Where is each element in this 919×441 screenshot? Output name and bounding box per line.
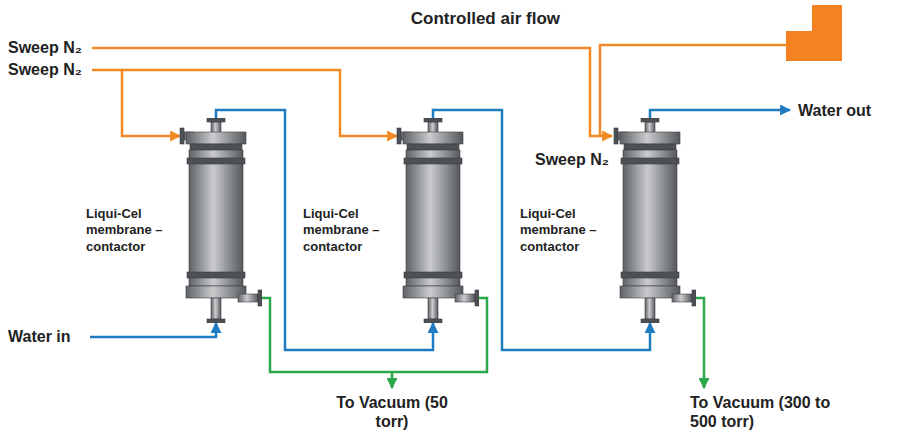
sweep-lines [92,48,600,136]
sweep-label: Sweep N₂ [8,60,82,79]
contactor-label: Liqui-Cel membrane – contactor [86,206,170,255]
contactor-label: Liqui-Cel membrane – contactor [520,206,604,255]
contactor-part [407,144,459,150]
contactor-part [207,118,225,122]
contactor-part [404,158,462,164]
vacuum-label: To Vacuum (300 to 500 torr) [690,393,840,431]
vacuum-line [391,372,394,388]
water-label: Water out [798,101,871,120]
sweep-label: Sweep N₂ [8,38,82,57]
vacuum-line [392,298,487,372]
contactor-part [621,272,679,278]
water-out-line [650,110,790,118]
sweep-line [92,70,180,136]
contactor-label: Liqui-Cel membrane – contactor [303,206,387,255]
contactor-part [428,298,438,319]
air-flow-controller [786,5,842,61]
contactor-part [455,294,475,302]
contactor-part [641,118,659,122]
membrane-contactor: Liqui-Cel membrane – contactor [612,118,696,323]
membrane-contactor: Liqui-Cel membrane – contactor [178,118,262,323]
node-outline [395,118,479,323]
contactor-part [620,286,680,298]
contactor-part [187,158,245,164]
water-connector [216,110,433,350]
contactor-part [403,286,463,298]
water-in-line [90,323,216,337]
contactor-part [180,128,184,144]
contactor-part [186,132,246,144]
contactor-part [620,132,680,144]
node-outline [786,5,842,61]
contactor-part [189,150,243,286]
contactor-part [190,144,242,150]
air-connector [600,45,786,136]
contactor-part [621,158,679,164]
contactor-part [672,294,692,302]
contactor-part [258,290,262,306]
contactor-part [404,272,462,278]
water-connector [433,110,650,350]
sweep-line [122,70,397,136]
contactor-part [475,290,479,306]
contactor-part [207,319,225,323]
contactor-part [397,128,401,144]
contactor-part [186,286,246,298]
water-lines [90,110,790,337]
contactor-part [424,319,442,323]
water-label: Water in [8,327,71,346]
contactor-part [641,319,659,323]
contactor-part [614,128,618,144]
node-outline [178,118,262,323]
contactor-part [424,118,442,122]
contactor-part [624,144,676,150]
controller-label: Controlled air flow [411,9,560,29]
node-outline [612,118,696,323]
contactor-part [406,150,460,286]
vacuum-line [262,298,392,372]
contactor-part [692,290,696,306]
vacuum-line [696,298,704,388]
contactor-part [238,294,258,302]
air-flow-controller: Controlled air flow [786,5,842,61]
contactor-part [645,298,655,319]
sweep-line [92,48,600,136]
contactor-part [403,132,463,144]
contactor-part [211,298,221,319]
contactor-part [623,150,677,286]
vacuum-lines [262,298,704,388]
contactor-part [187,272,245,278]
sweep-label: Sweep N₂ [535,150,609,169]
vacuum-label: To Vacuum (50 torr) [327,393,457,431]
membrane-contactor: Liqui-Cel membrane – contactor [395,118,479,323]
